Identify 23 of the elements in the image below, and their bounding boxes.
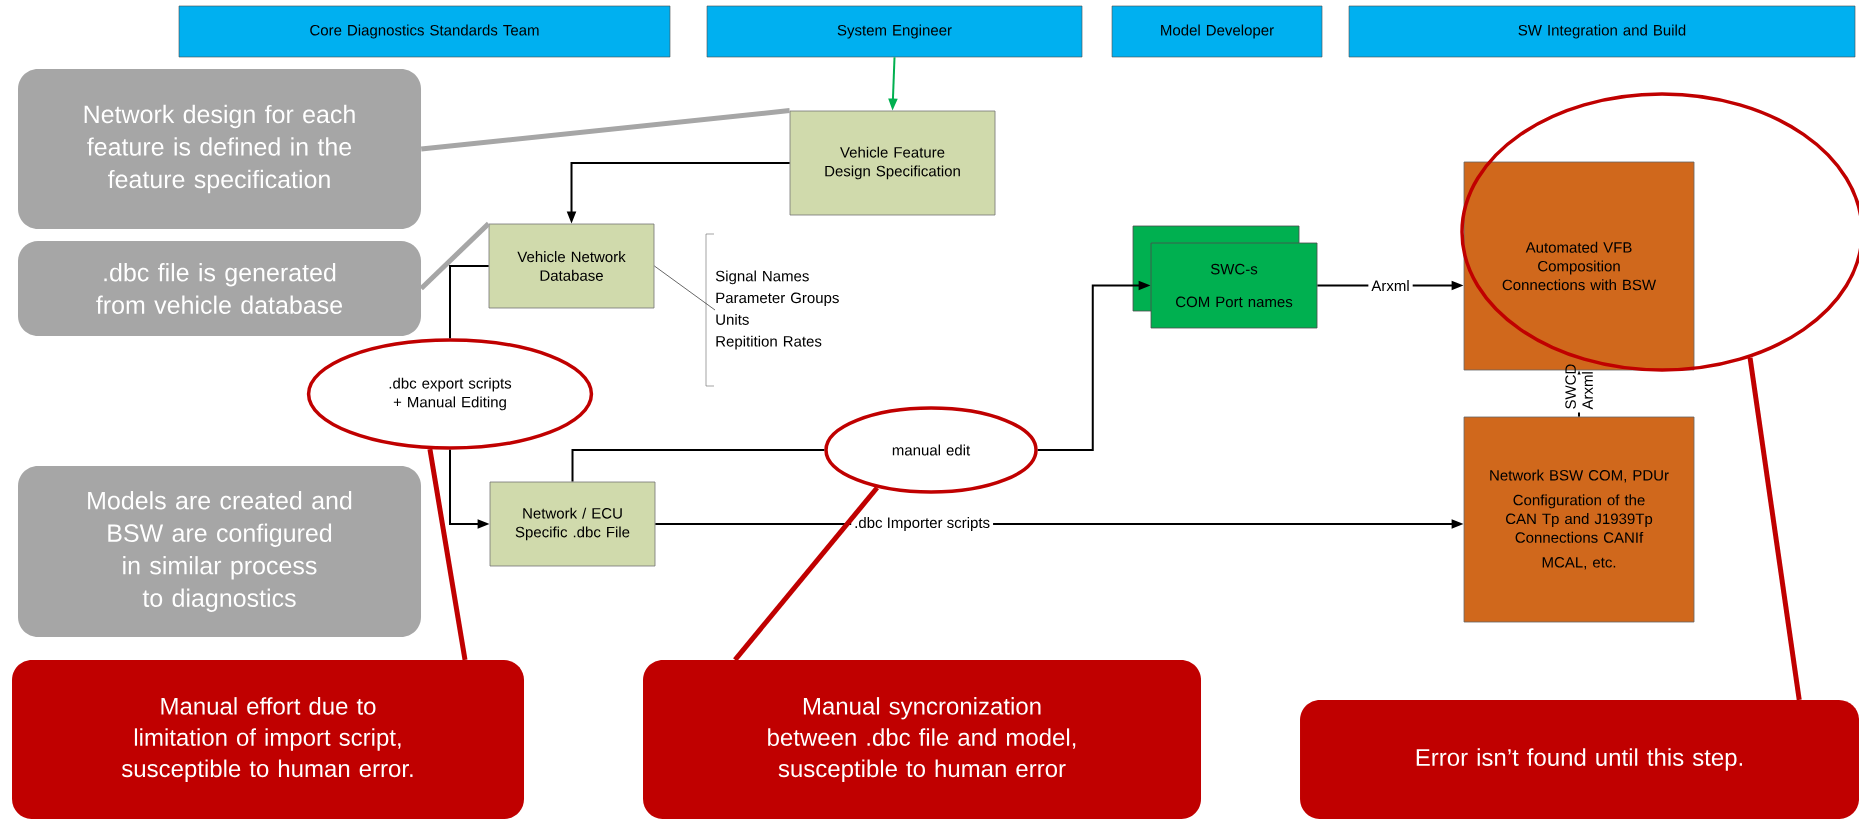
leader-line	[419, 221, 491, 291]
leader-line	[427, 448, 468, 661]
lane-header: System Engineer	[706, 5, 1083, 58]
callout-box: Manual syncronization between .dbc file and model, susceptible to human error	[643, 660, 1201, 819]
lane-header: Model Developer	[1111, 5, 1323, 58]
callout-box: .dbc file is generated from vehicle database	[18, 241, 421, 336]
edge-label: Arxml	[1368, 277, 1413, 294]
lane-header: SW Integration and Build	[1348, 5, 1856, 58]
callout-box: Manual effort due to limitation of import script, susceptible to human error.	[12, 660, 524, 819]
callout-box: Models are created and BSW are configured in similar process to diagnostics	[18, 466, 421, 637]
process-box: Vehicle Network Database	[488, 223, 655, 309]
leader-line	[1747, 357, 1802, 701]
stacked-box: SWC-s COM Port names	[1132, 225, 1318, 329]
process-box: Network / ECU Specific .dbc File	[489, 481, 656, 567]
bracket-list: Signal Names Parameter Groups Units Repitition Rates	[705, 233, 839, 387]
edge-label: .dbc Importer scripts	[851, 514, 994, 534]
process-box: Vehicle Feature Design Specification	[789, 110, 996, 216]
leader-line	[733, 486, 879, 662]
leader-line	[420, 108, 790, 152]
lane-header: Core Diagnostics Standards Team	[178, 5, 671, 58]
callout-box: Network design for each feature is defined in the feature specification	[18, 69, 421, 229]
process-box: Network BSW COM, PDUr Configuration of the CAN Tp and J1939Tp Connections CANIf MCAL, etc.	[1463, 416, 1695, 623]
callout-box: Error isn’t found until this step.	[1300, 700, 1859, 819]
